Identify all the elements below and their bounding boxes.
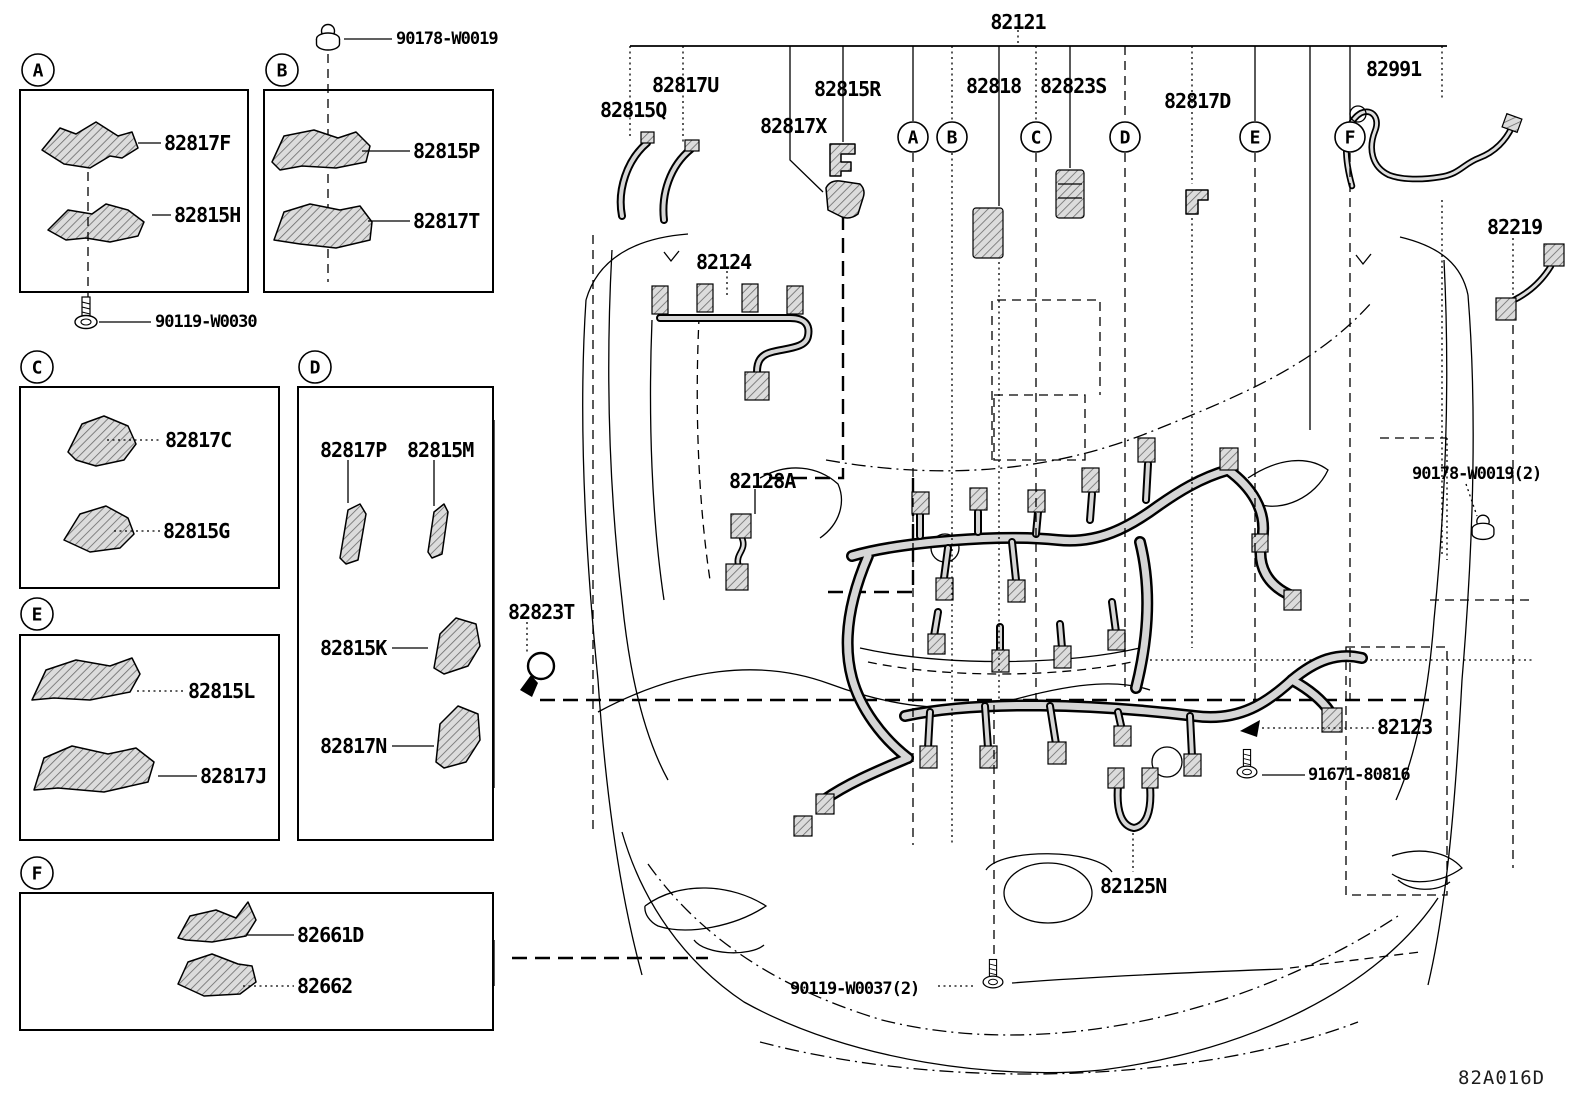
label-82815R: 82815R <box>814 77 882 101</box>
ref-letter-a: A <box>908 128 919 149</box>
label-91671-80816: 91671-80816 <box>1308 765 1410 785</box>
label-82815M: 82815M <box>407 438 474 462</box>
label-82817P: 82817P <box>320 438 387 462</box>
label-82815P: 82815P <box>413 139 480 163</box>
ref-letter-c: C <box>1031 128 1042 149</box>
box-letter-f: F <box>32 864 43 885</box>
box-letter-b: B <box>277 61 288 82</box>
ref-letter-d: D <box>1120 128 1131 149</box>
label-82662: 82662 <box>297 974 352 998</box>
label-82815Q: 82815Q <box>600 98 667 122</box>
branch-bar <box>629 30 1514 958</box>
label-82817X: 82817X <box>760 114 827 138</box>
label-82817F: 82817F <box>164 131 230 155</box>
label-82817J: 82817J <box>200 764 266 788</box>
label-82219: 82219 <box>1487 215 1542 239</box>
label-82124: 82124 <box>696 250 752 274</box>
label-82815K: 82815K <box>320 636 387 660</box>
car-body-outline <box>582 233 1474 1075</box>
label-90119-W0037-2: 90119-W0037(2) <box>790 979 919 999</box>
screw-icon-90119-w0030 <box>74 296 98 330</box>
label-82823S: 82823S <box>1040 74 1106 98</box>
label-82823T: 82823T <box>508 600 575 624</box>
label-82661D: 82661D <box>297 923 364 947</box>
label-82817T: 82817T <box>413 209 480 233</box>
ref-letter-f: F <box>1345 128 1356 149</box>
label-82991: 82991 <box>1366 57 1422 81</box>
part-82823S-shape <box>1055 169 1085 219</box>
label-82815H: 82815H <box>174 203 240 227</box>
box-letter-a: A <box>33 61 44 82</box>
main-leaders <box>526 271 1495 989</box>
ref-letter-b: B <box>947 128 958 149</box>
label-82817D: 82817D <box>1164 89 1231 113</box>
box-letter-d: D <box>310 358 321 379</box>
circled-letters: A B C D E F A B C D E F <box>20 53 1366 890</box>
label-82128A: 82128A <box>729 469 796 493</box>
nut-icon-90178 <box>315 23 341 51</box>
label-90178-W0019: 90178-W0019 <box>396 29 498 49</box>
part-82815R-shape <box>829 143 856 177</box>
label-82817N: 82817N <box>320 734 386 758</box>
label-82121: 82121 <box>990 10 1046 34</box>
label-82817C: 82817C <box>165 428 231 452</box>
nut-icon-90178-2 <box>1471 514 1495 541</box>
label-90178-W0019-2: 90178-W0019(2) <box>1412 464 1541 484</box>
label-82815L: 82815L <box>188 679 255 703</box>
label-82818: 82818 <box>966 74 1021 98</box>
part-82817X-shape <box>825 180 865 219</box>
box-letter-c: C <box>32 358 43 379</box>
label-82123: 82123 <box>1377 715 1432 739</box>
label-90119-W0030: 90119-W0030 <box>155 312 257 332</box>
label-82817U: 82817U <box>652 73 718 97</box>
harness-connectors <box>640 112 1565 837</box>
screw-icon-90119-w0037 <box>982 958 1004 989</box>
part-labels: 82817F 82815H 90119-W0030 90178-W0019 82… <box>155 10 1545 1089</box>
screw-icon-91671 <box>1236 748 1258 779</box>
label-82125N: 82125N <box>1100 874 1166 898</box>
detail-boxes <box>19 23 494 1031</box>
ref-letter-e: E <box>1250 128 1261 149</box>
label-82815G: 82815G <box>163 519 230 543</box>
part-82818-shape <box>972 207 1004 259</box>
box-letter-e: E <box>32 605 43 626</box>
part-82817D-shape <box>1185 189 1209 215</box>
diagram-code: 82A016D <box>1458 1067 1545 1089</box>
part-82823T-shape <box>520 651 556 697</box>
